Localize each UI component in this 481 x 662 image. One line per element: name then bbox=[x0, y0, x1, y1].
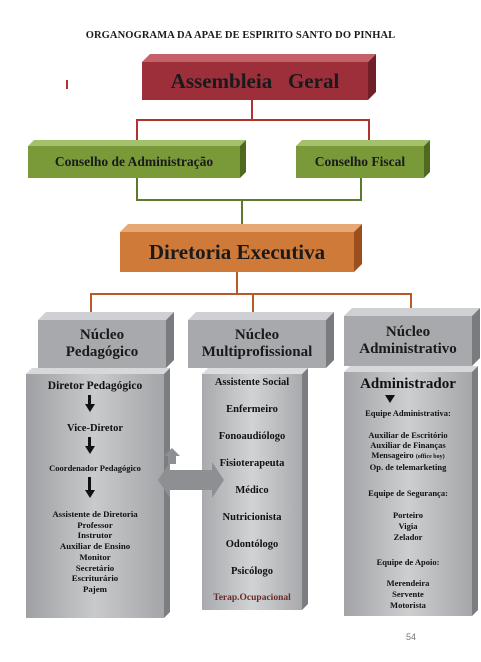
mensageiro-label: Mensageiro bbox=[371, 450, 414, 460]
nucleo-multi-box bbox=[188, 312, 334, 368]
arrow-stem bbox=[88, 437, 91, 447]
diretoria-box bbox=[120, 224, 362, 272]
multi-item: Nutricionista bbox=[222, 512, 282, 523]
equipe-seguranca-heading: Equipe de Segurança: bbox=[368, 488, 448, 498]
list-item: Assistente de Diretoria bbox=[52, 509, 138, 519]
connector bbox=[90, 293, 412, 295]
column-multi-bg bbox=[202, 368, 308, 610]
connector bbox=[136, 119, 138, 147]
arrow-down-icon bbox=[385, 395, 395, 403]
assembleia-box bbox=[142, 54, 376, 100]
multi-item: Odontólogo bbox=[225, 539, 279, 550]
list-item: Auxiliar de Ensino bbox=[59, 541, 131, 552]
connector bbox=[241, 199, 243, 227]
column-pedagogico-bg bbox=[26, 368, 170, 618]
multi-item: Terap.Ocupacional bbox=[213, 593, 291, 603]
connector bbox=[410, 293, 412, 317]
nucleo-admin-box bbox=[344, 308, 480, 366]
page-number: 54 bbox=[406, 632, 417, 642]
connector bbox=[251, 100, 253, 120]
list-item: Motorista bbox=[390, 600, 426, 610]
arrow-down-icon bbox=[84, 446, 95, 454]
conselho-fiscal-label: Conselho Fiscal bbox=[314, 154, 406, 169]
nucleo-multi-line1: Núcleo bbox=[234, 327, 280, 343]
list-item: Professor bbox=[77, 519, 113, 530]
conselho-fiscal-box bbox=[296, 140, 430, 178]
list-item: Vigia bbox=[398, 521, 418, 531]
equipe-administrativa-heading: Equipe Administrativa: bbox=[365, 408, 451, 418]
nucleo-admin-line1: Núcleo bbox=[385, 324, 431, 340]
nucleo-pedagogico-box bbox=[38, 312, 174, 368]
list-item: Pajem bbox=[83, 583, 107, 594]
pedagogico-staff-list: Assistente de Diretoria Professor Instru… bbox=[26, 509, 164, 595]
vice-diretor: Vice-Diretor bbox=[67, 423, 123, 434]
nucleo-admin-label: Núcleo Administrativo bbox=[344, 316, 472, 366]
arrow-down-icon bbox=[84, 404, 95, 412]
list-item: Servente bbox=[392, 589, 424, 599]
list-item: Op. de telemarketing bbox=[369, 462, 447, 472]
conselho-admin-label: Conselho de Administração bbox=[54, 154, 214, 169]
list-item: Escriturário bbox=[71, 573, 119, 584]
coordenador-pedagogico: Coordenador Pedagógico bbox=[49, 463, 141, 473]
equipe-seguranca-list: Porteiro Vigia Zelador bbox=[344, 510, 472, 543]
list-item: Porteiro bbox=[392, 510, 424, 520]
list-item: Mensageiro (office boy) bbox=[344, 450, 472, 462]
nucleo-pedagogico-line1: Núcleo bbox=[79, 327, 125, 343]
list-item: Merendeira bbox=[386, 578, 430, 588]
equipe-apoio-list: Merendeira Servente Motorista bbox=[344, 578, 472, 611]
list-item: Auxiliar de Escritório bbox=[368, 430, 448, 440]
multi-item: Enfermeiro bbox=[226, 404, 278, 415]
connector bbox=[368, 119, 370, 147]
multi-item: Fisioterapeuta bbox=[219, 458, 285, 469]
office-boy-label: (office boy) bbox=[415, 454, 445, 460]
arrow-stem bbox=[88, 395, 91, 405]
arrow-stem bbox=[88, 477, 91, 491]
arrow-down-icon bbox=[84, 490, 95, 498]
connector bbox=[136, 119, 370, 121]
column-admin-bg bbox=[344, 366, 478, 616]
nucleo-pedagogico-line2: Pedagógico bbox=[65, 344, 139, 360]
double-arrow-icon bbox=[158, 448, 224, 498]
conselho-admin-box bbox=[28, 140, 246, 178]
nucleo-pedagogico-label: Núcleo Pedagógico bbox=[38, 320, 166, 368]
list-item: Monitor bbox=[79, 551, 111, 562]
diretor-pedagogico: Diretor Pedagógico bbox=[47, 380, 143, 392]
multi-item: Médico bbox=[235, 485, 269, 496]
connector bbox=[90, 293, 92, 317]
page-title: ORGANOGRAMA DA APAE DE ESPIRITO SANTO DO… bbox=[85, 30, 396, 41]
connector bbox=[236, 272, 238, 294]
equipe-apoio-heading: Equipe de Apoio: bbox=[376, 557, 440, 567]
connector bbox=[360, 178, 362, 200]
assembleia-label: Assembleia Geral bbox=[170, 68, 340, 93]
multi-item: Fonoaudiólogo bbox=[218, 431, 286, 442]
connector bbox=[252, 293, 254, 317]
nucleo-admin-line2: Administrativo bbox=[359, 341, 457, 357]
list-item: Instrutor bbox=[77, 530, 113, 541]
multi-item: Assistente Social bbox=[214, 377, 290, 388]
list-item: Zelador bbox=[393, 532, 423, 542]
nucleo-multi-label: Núcleo Multiprofissional bbox=[188, 320, 326, 368]
list-item: Secretário bbox=[75, 562, 115, 573]
nucleo-multi-line2: Multiprofissional bbox=[201, 344, 313, 360]
diretoria-label: Diretoria Executiva bbox=[148, 239, 326, 264]
administrador: Administrador bbox=[360, 376, 456, 392]
connector bbox=[136, 199, 362, 201]
stray-mark bbox=[66, 80, 68, 89]
connector bbox=[136, 178, 138, 200]
list-item: Auxiliar de Finanças bbox=[370, 440, 446, 450]
multi-item: Psicólogo bbox=[231, 566, 273, 577]
equipe-administrativa-list: Auxiliar de Escritório Auxiliar de Finan… bbox=[344, 430, 472, 472]
